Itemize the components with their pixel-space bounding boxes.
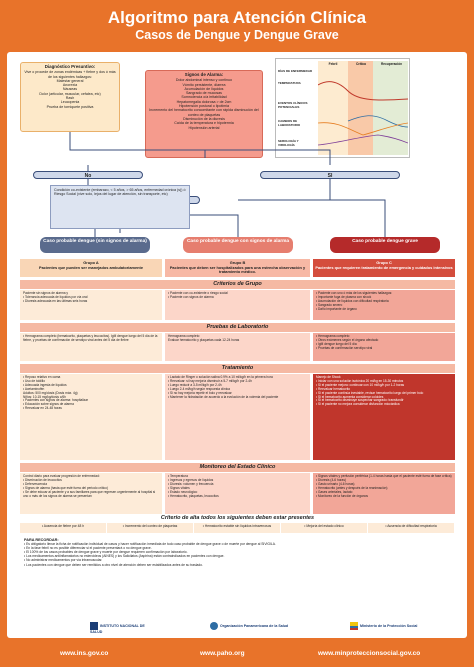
chart-row-label: CAMBIOS DE LABORATORIO: [278, 119, 301, 128]
diagnosis-line: Rash: [65, 96, 75, 101]
diagnosis-box: Diagnóstico Presuntivo: Vive o procede d…: [20, 62, 120, 132]
discharge-item: • Mejoría del estado clínico: [281, 523, 368, 533]
discharge-item: • Hematocrito estable sin líquidos intra…: [194, 523, 281, 533]
ins-logo-icon: [90, 622, 98, 630]
group-c-header: Grupo C Pacientes que requieren tratamie…: [313, 259, 455, 277]
note-line: • Es obligatorio llenar la ficha de noti…: [24, 542, 276, 547]
ins-logo: INSTITUTO NACIONAL DE SALUD: [90, 622, 145, 634]
discharge-criteria-row: • Ausencia de fiebre por 48 h • Incremen…: [20, 523, 455, 533]
section-monitoring: Monitoreo del Estado Clínico: [20, 463, 455, 472]
alarm-line: Hepatomegalia dolorosa > de 2cm: [176, 99, 232, 104]
alarm-line: Somnolencia o/a irritabilidad: [181, 95, 227, 100]
alarm-line: Disminución de la diuresis: [183, 116, 225, 121]
paho-logo-icon: [210, 622, 218, 630]
note-line: • No administrar medicamentos por vía in…: [24, 558, 103, 563]
diagnosis-line: Dolor (articular, muscular, cefalea, etc…: [39, 91, 101, 96]
phase-recuperacion: [373, 61, 408, 155]
alarm-line: Dolor abdominal intenso y continuo: [175, 78, 233, 83]
monitoring-group-c: • Signos vitales y perfusión periférica …: [313, 473, 455, 517]
colombia-flag-icon: [350, 622, 358, 630]
diagnosis-line: Vive o procede de zonas endémicas + fieb…: [24, 70, 116, 79]
alarm-line: Hipotensión postural o lipotimia: [179, 104, 229, 109]
lab-group-b: Hemograma completo Evaluar hematocrito y…: [165, 333, 310, 361]
course-curves: [318, 81, 408, 146]
coexisting-condition-box: Condición co-existente (embarazo, < 5 añ…: [50, 185, 190, 229]
criteria-group-b: • Paciente con co-existente o riesgo soc…: [165, 290, 310, 320]
diagnosis-line: Prueba de torniquete positiva: [46, 104, 94, 109]
treatment-group-b: • Lactato de Ringer o solución salina 0.…: [165, 374, 310, 460]
paho-logo: Organización Panamericana de la Salud: [210, 622, 290, 630]
group-a-header: Grupo A Pacientes que pueden ser manejad…: [20, 259, 162, 277]
logos-row: INSTITUTO NACIONAL DE SALUD Organización…: [20, 618, 455, 636]
treatment-group-a: • Reposo relativo en cama • Uso de toldi…: [20, 374, 162, 460]
url-paho[interactable]: www.paho.org: [200, 650, 245, 657]
chart-row-label: TEMPERATURA: [278, 81, 301, 85]
criteria-group-c: • Paciente con uno ó más de los siguient…: [313, 290, 455, 320]
case-dengue-alarm: Caso probable dengue con signos de alarm…: [183, 237, 293, 253]
alarm-line: Sangrado de mucosas: [186, 91, 222, 96]
footer: www.ins.gov.co www.paho.org www.minprote…: [0, 650, 474, 662]
decision-no: No: [33, 171, 143, 179]
decision-si: SI: [260, 171, 400, 179]
discharge-item: • Ausencia de dificultad respiratoria: [368, 523, 455, 533]
section-criteria: Criterios de Grupo: [20, 280, 455, 289]
monitoring-group-b: • Temperatura • Ingresos y egresos de lí…: [165, 473, 310, 517]
note-line: • Los pacientes con dengue que deben ser…: [24, 562, 203, 567]
chart-row-label: EVENTOS CLÍNICOS POTENCIALES: [278, 101, 308, 110]
alarm-heading: Signos de Alarma:: [184, 72, 224, 77]
discharge-item: • Incremento del conteo de plaquetas: [107, 523, 194, 533]
diagnosis-heading: Diagnóstico Presuntivo:: [44, 64, 96, 69]
phase-label: Recuperación: [381, 62, 403, 66]
phase-label: Febril: [328, 62, 338, 66]
page-subtitle: Casos de Dengue y Dengue Grave: [135, 28, 339, 42]
alarm-line: Hipotensión arterial: [188, 125, 220, 130]
alarm-line: Caída de la temperatura e hipotermia: [174, 121, 234, 126]
diagnosis-line: Náuseas: [62, 87, 78, 92]
page-title: Algoritmo para Atención Clínica: [107, 8, 367, 27]
note-line: • El 100% de los casos probables de deng…: [24, 550, 188, 555]
criteria-group-a: Paciente sin signos de alarma y • Tolera…: [20, 290, 162, 320]
group-b-header: Grupo B Pacientes que deben ser hospital…: [165, 259, 310, 277]
ministry-logo: Ministerio de la Protección Social: [350, 622, 440, 630]
lab-group-a: • Hemograma completo (hematocrito, plaqu…: [20, 333, 162, 361]
case-dengue-grave: Caso probable dengue grave: [330, 237, 440, 253]
section-treatment: Tratamiento: [20, 364, 455, 373]
chart-row-label: SEROLOGÍA Y VIROLOGÍA: [278, 139, 299, 148]
lab-group-c: • Hemograma completo • Otros exámenes se…: [313, 333, 455, 361]
notes-section: PARA RECORDAR: • Es obligatorio llenar l…: [20, 536, 455, 616]
alarm-signs-box: Signos de Alarma: Dolor abdominal intens…: [145, 70, 263, 158]
disease-course-chart: Febril Crítica Recuperación DÍAS DE ENFE…: [275, 58, 410, 158]
section-lab: Pruebas de Laboratorio: [20, 323, 455, 332]
case-dengue-no-alarm: Caso probable dengue (sin signos de alar…: [40, 237, 150, 253]
alarm-line: Vómito persistente, diarrea: [182, 82, 226, 87]
diagnosis-line: Anorexia: [62, 83, 78, 88]
url-ins[interactable]: www.ins.gov.co: [60, 650, 109, 657]
note-line: • En la fase febril no es posible difere…: [24, 546, 152, 551]
alarm-line: Acumulación de líquidos: [184, 86, 224, 91]
discharge-item: • Ausencia de fiebre por 48 h: [20, 523, 107, 533]
monitoring-group-a: Control diario para evaluar progresión d…: [20, 473, 162, 517]
note-line: • Los medicamentos antiinflamatorios no …: [24, 554, 225, 559]
diagnosis-line: Malestar general: [56, 78, 84, 83]
notes-heading: PARA RECORDAR:: [24, 538, 59, 542]
url-ministry[interactable]: www.minproteccionsocial.gov.co: [318, 650, 421, 657]
phase-label: Crítica: [356, 62, 366, 66]
treatment-group-c: Manejo de Shock • Iniciar con una soluci…: [313, 374, 455, 460]
diagnosis-line: Leucopenia: [60, 100, 80, 105]
chart-row-label: DÍAS DE ENFERMEDAD: [278, 69, 313, 73]
alarm-line: Incremento del hematocrito concomitante …: [149, 108, 259, 117]
section-discharge: Criterio de alta todos los siguientes de…: [20, 514, 455, 523]
